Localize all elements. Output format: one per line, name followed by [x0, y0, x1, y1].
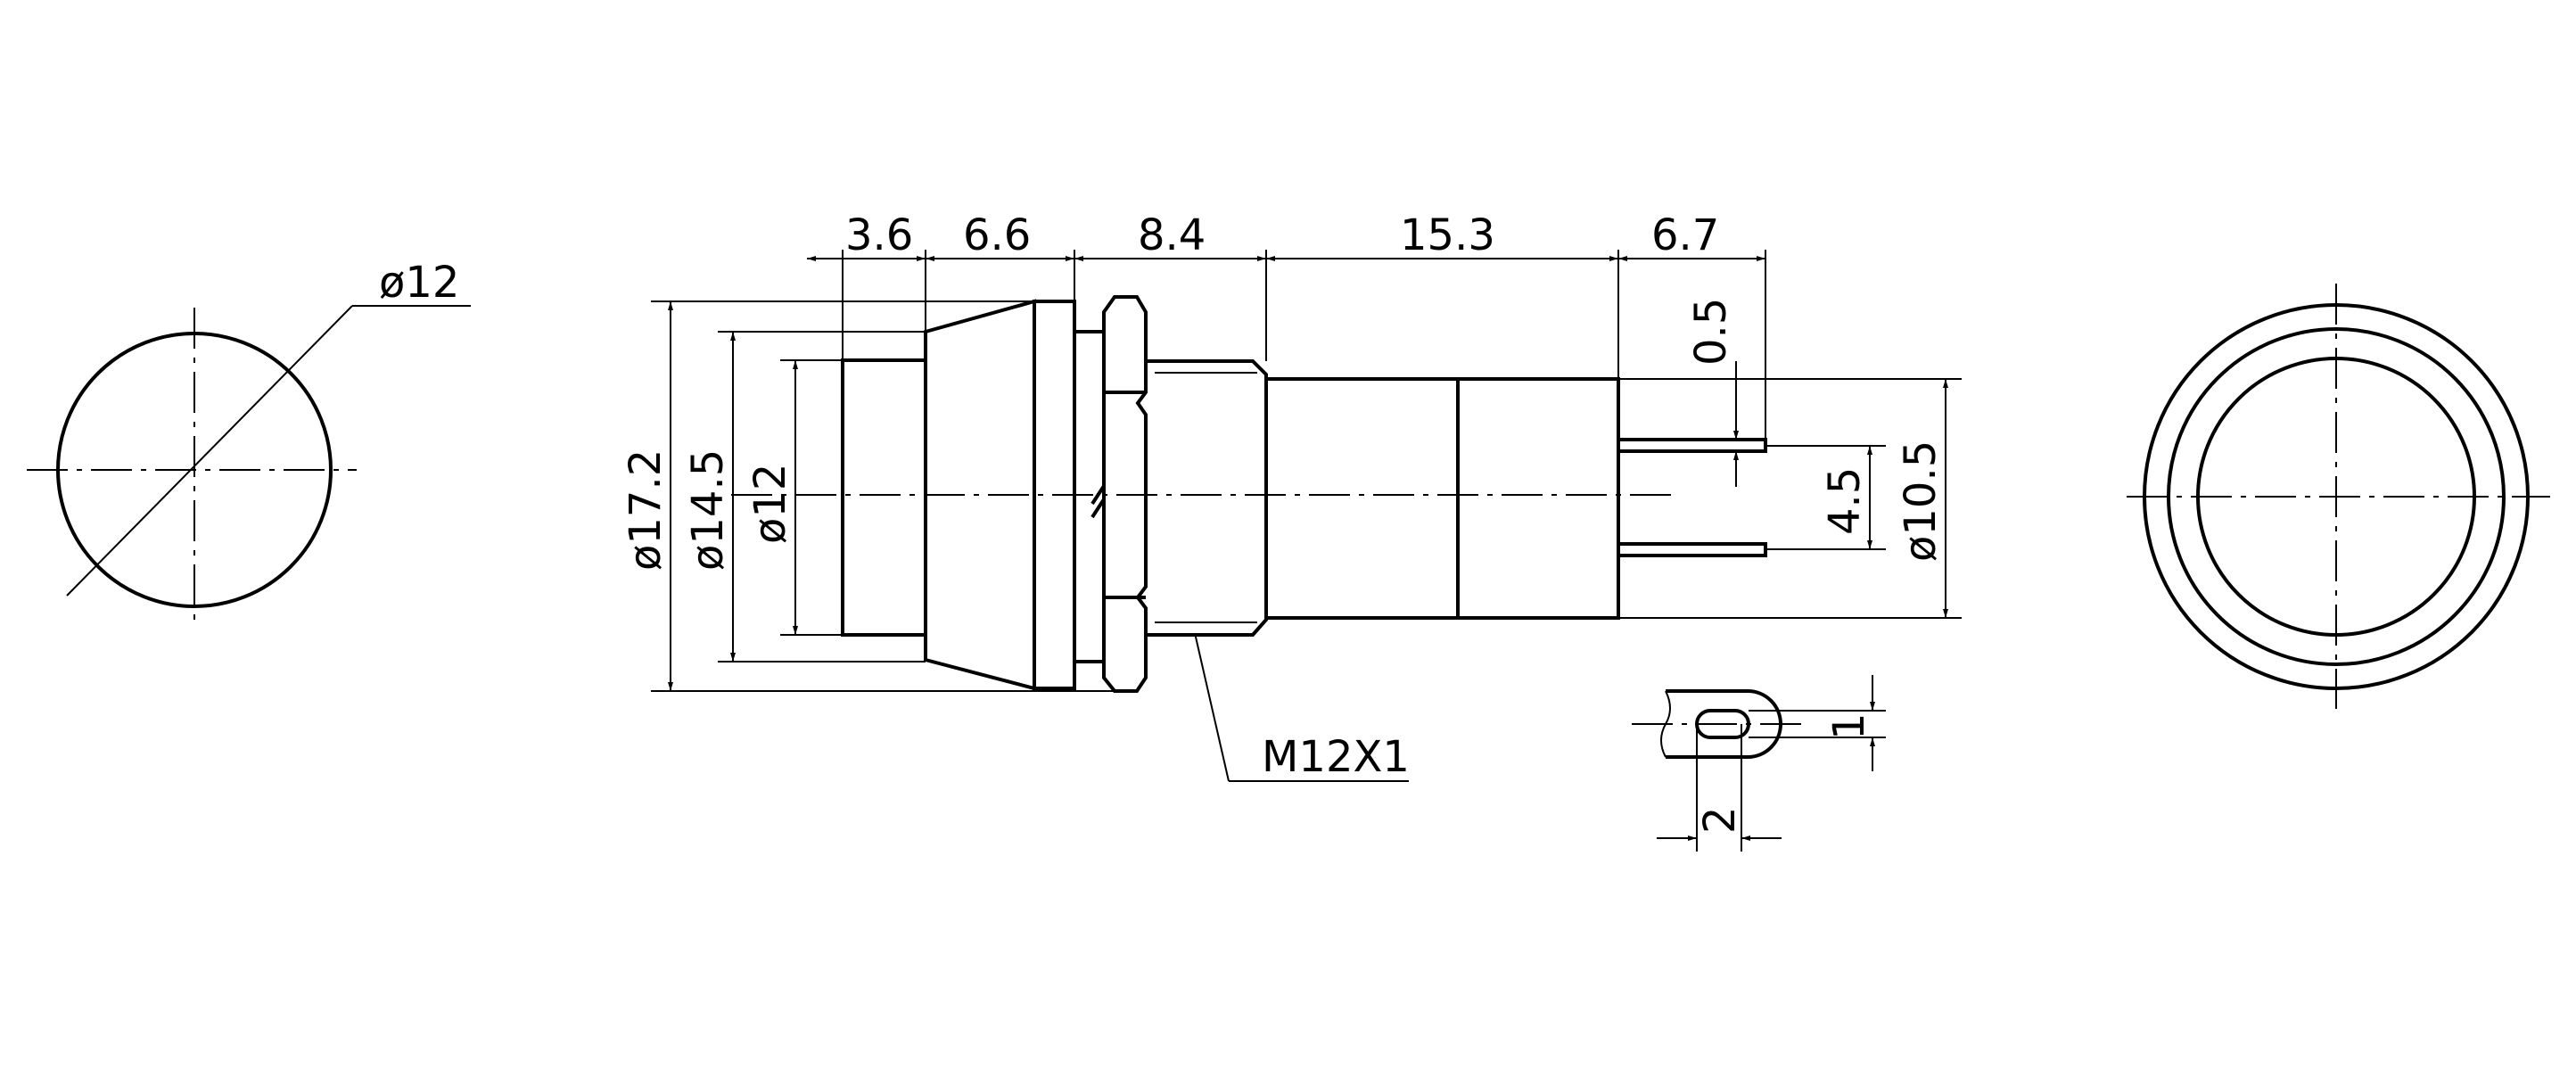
front-view: ø12: [27, 258, 471, 624]
face-diameter-leader: [66, 305, 353, 597]
side-view-dimensions: 3.6 6.6 8.4 15.3 6.7 ø17.2 ø14.5 ø12 ø10…: [621, 210, 1962, 782]
terminal-detail: 1 2: [1632, 675, 1886, 852]
button-cap: [841, 358, 927, 637]
hole-dim-label: 1: [1824, 712, 1874, 740]
terminal-upper: [1617, 438, 1767, 453]
thread-leader: [1194, 632, 1230, 782]
terminal-thickness-label: 0.5: [1686, 298, 1736, 366]
nut-diameter-label: ø14.5: [683, 449, 733, 571]
nut-slot-mark: [1090, 484, 1106, 519]
washer: [1073, 330, 1106, 663]
threaded-neck: [1146, 359, 1268, 637]
bezel-length-label: 6.6: [963, 210, 1031, 260]
thread-label: M12X1: [1262, 732, 1410, 782]
body-diameter-label: ø10.5: [1896, 440, 1946, 562]
face-diameter-label: ø12: [379, 258, 459, 308]
cap-length-label: 3.6: [845, 210, 913, 260]
nut-length-label: 8.4: [1138, 210, 1206, 260]
switch-body: [1264, 377, 1620, 620]
rear-view: [2127, 284, 2550, 709]
width-dim-label: 2: [1695, 806, 1745, 834]
terminal-length-label: 6.7: [1651, 210, 1719, 260]
side-view: [731, 295, 1767, 693]
cap-diameter-label: ø12: [745, 464, 795, 544]
bezel-diameter-label: ø17.2: [621, 449, 671, 571]
body-length-label: 15.3: [1400, 210, 1495, 260]
terminal-lower: [1617, 542, 1767, 557]
middle-ring: [2167, 327, 2506, 666]
terminal-spacing-label: 4.5: [1820, 467, 1870, 535]
